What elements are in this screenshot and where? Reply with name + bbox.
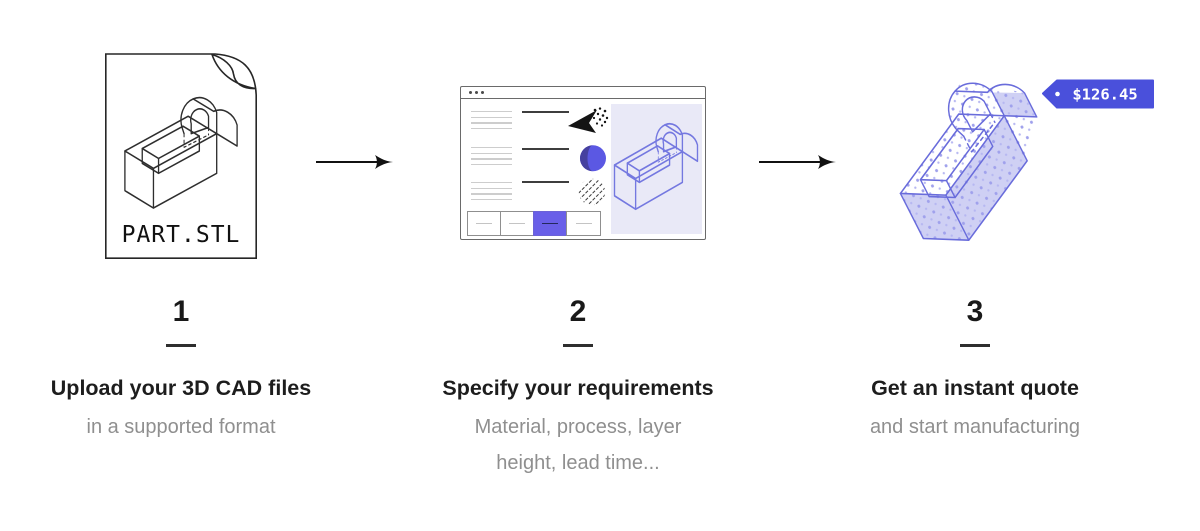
step-number: 1 <box>172 295 190 328</box>
arrow-right-icon <box>316 155 393 169</box>
material-sphere-icon <box>580 145 606 172</box>
part-preview-panel <box>611 104 702 234</box>
browser-window-icon <box>460 86 706 240</box>
step-subtitle: Material, process, layer height, lead ti… <box>474 415 682 474</box>
form-field-line <box>522 148 569 150</box>
option-button-selected <box>533 211 568 236</box>
browser-titlebar <box>461 87 705 99</box>
placeholder-text-lines <box>471 182 512 205</box>
placeholder-text-lines <box>471 111 512 134</box>
window-control-dot <box>475 91 478 94</box>
option-button <box>500 211 535 236</box>
part-preview-icon <box>614 123 698 210</box>
step-divider <box>563 344 593 347</box>
file-outline <box>105 53 257 259</box>
part-3d-icon <box>868 61 1074 259</box>
placeholder-text-lines <box>471 147 512 170</box>
price-text: $126.45 <box>1072 86 1137 104</box>
form-field-line <box>522 181 569 183</box>
form-field-line <box>522 111 569 113</box>
step-divider <box>960 344 990 347</box>
option-button <box>566 211 601 236</box>
step-title: Upload your 3D CAD files <box>50 375 312 400</box>
tag-hole <box>1055 91 1060 97</box>
cursor-spray-icon <box>568 107 609 133</box>
window-control-dot <box>469 91 472 94</box>
file-curl-icon: PART.STL <box>105 53 257 259</box>
step-column-3: 3 Get an instant quote and start manufac… <box>795 297 1155 445</box>
window-control-dot <box>481 91 484 94</box>
arrow-right-icon <box>759 155 836 169</box>
step-title: Specify your requirements <box>442 375 714 400</box>
hatch-circle-icon <box>578 178 606 206</box>
option-buttons <box>467 211 601 236</box>
step-number: 2 <box>569 295 587 328</box>
step-column-2: 2 Specify your requirements Material, pr… <box>398 297 758 481</box>
step-subtitle: and start manufacturing <box>869 415 1081 438</box>
page-curl-icon <box>211 53 257 90</box>
part-filename: PART.STL <box>122 222 241 248</box>
step-divider <box>166 344 196 347</box>
step-title: Get an instant quote <box>871 375 1079 400</box>
step-column-1: 1 Upload your 3D CAD files in a supporte… <box>1 297 361 445</box>
option-button <box>467 211 502 236</box>
price-tag-icon: $126.45 <box>1042 79 1154 109</box>
step-subtitle: in a supported format <box>86 415 276 438</box>
step-number: 3 <box>966 295 984 328</box>
